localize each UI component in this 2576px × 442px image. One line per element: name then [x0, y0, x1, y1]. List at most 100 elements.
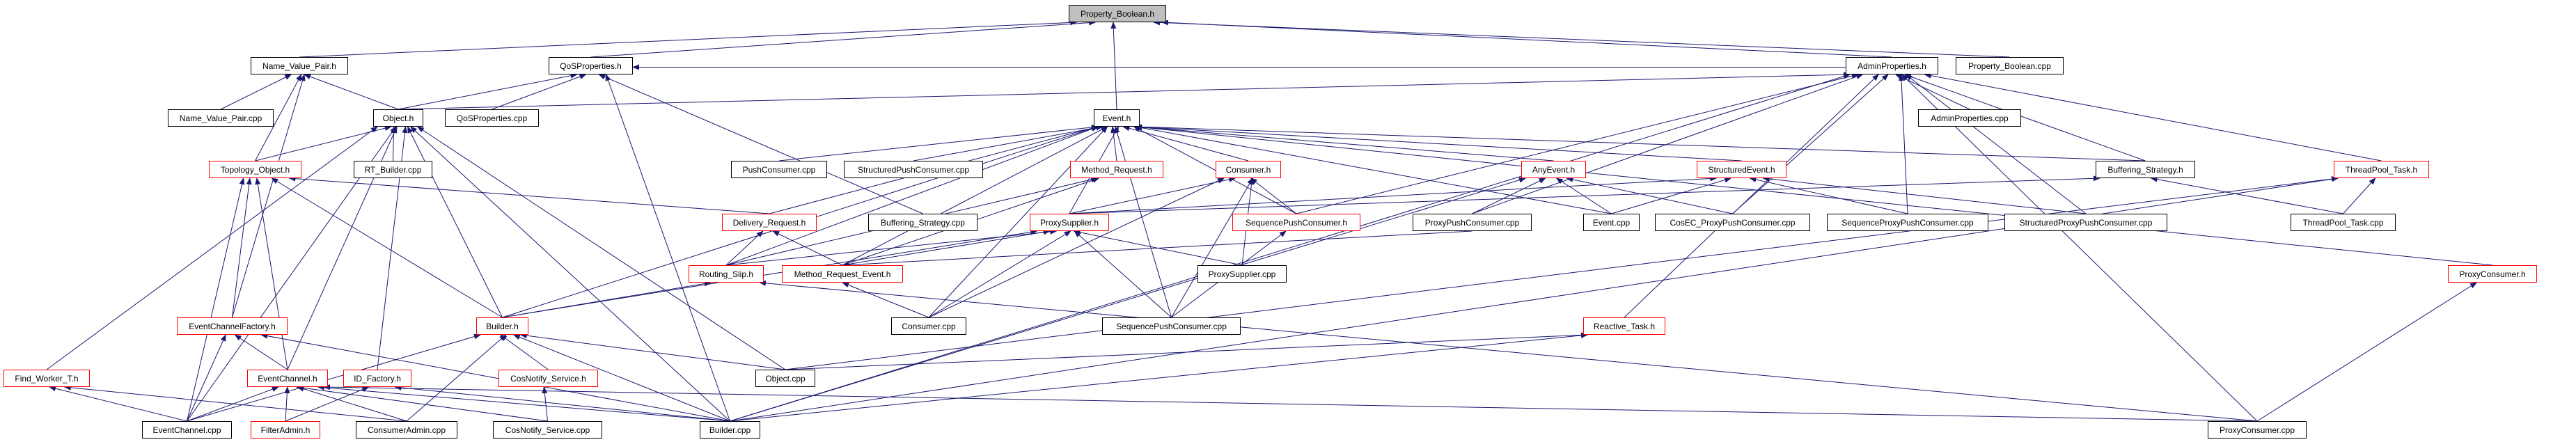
edge-buffering-strategy-h-to-event-h — [1135, 124, 2146, 161]
node-builder-cpp[interactable]: Builder.cpp — [700, 421, 760, 439]
edge-routing-slip-h-to-delivery-request-h — [725, 230, 764, 266]
node-event-h[interactable]: Event.h — [1094, 109, 1140, 127]
edge-cosnotify-service-cpp-to-eventchannel-h — [295, 385, 548, 422]
node-structuredevent-h[interactable]: StructuredEvent.h — [1697, 161, 1786, 178]
node-name-value-pair-cpp[interactable]: Name_Value_Pair.cpp — [168, 109, 274, 127]
edge-consumeradmin-cpp-to-find-worker-t-h — [63, 384, 407, 422]
edge-method-request-event-h-to-delivery-request-h — [772, 230, 843, 266]
edge-eventchannel-h-to-eventchannelfactory-h — [234, 334, 288, 370]
node-cosnotify-service-h[interactable]: CosNotify_Service.h — [498, 370, 598, 387]
edge-method-request-h-to-event-h — [1110, 126, 1117, 161]
edge-anyevent-h-to-event-h — [1135, 124, 1554, 161]
edge-cosnotify-service-cpp-to-cosnotify-service-h — [542, 386, 548, 422]
node-eventchannel-cpp[interactable]: EventChannel.cpp — [142, 421, 232, 439]
node-cosnotify-service-cpp[interactable]: CosNotify_Service.cpp — [493, 421, 602, 439]
node-delivery-request-h[interactable]: Delivery_Request.h — [722, 214, 817, 231]
edge-proxysupplier-h-to-buffering-strategy-h — [1069, 175, 2100, 214]
node-consumer-cpp[interactable]: Consumer.cpp — [891, 317, 966, 335]
node-adminproperties-h[interactable]: AdminProperties.h — [1846, 57, 1938, 74]
edge-eventchannel-cpp-to-builder-h — [187, 333, 481, 422]
edge-consumer-cpp-to-consumer-h — [928, 177, 1225, 318]
edge-consumer-cpp-to-event-h — [928, 126, 1108, 318]
node-method-request-h[interactable]: Method_Request.h — [1070, 161, 1163, 178]
node-sequenceproxypushconsumer-cpp[interactable]: SequenceProxyPushConsumer.cpp — [1827, 214, 1988, 231]
node-threadpool-task-h[interactable]: ThreadPool_Task.h — [2334, 161, 2429, 178]
edge-structuredproxypushconsumer-cpp-to-adminproperties-h — [1905, 74, 2087, 214]
node-id-factory-h[interactable]: ID_Factory.h — [343, 370, 411, 387]
node-rt-builder-cpp[interactable]: RT_Builder.cpp — [354, 161, 432, 178]
edge-filteradmin-h-to-eventchannel-h — [284, 386, 290, 422]
node-find-worker-t-h[interactable]: Find_Worker_T.h — [3, 370, 90, 387]
node-anyevent-h[interactable]: AnyEvent.h — [1521, 161, 1586, 178]
edge-object-h-to-adminproperties-h — [398, 72, 1851, 110]
edge-threadpool-task-cpp-to-buffering-strategy-h — [2150, 176, 2343, 214]
node-adminproperties-cpp[interactable]: AdminProperties.cpp — [1918, 109, 2021, 127]
node-sequencepushconsumer-h[interactable]: SequencePushConsumer.h — [1232, 214, 1360, 231]
node-routing-slip-h[interactable]: Routing_Slip.h — [689, 265, 764, 283]
edge-method-request-event-h-to-event-h — [842, 126, 1108, 266]
edge-eventchannelfactory-h-to-name-value-pair-h — [232, 74, 306, 318]
node-proxypushconsumer-cpp[interactable]: ProxyPushConsumer.cpp — [1413, 214, 1532, 231]
edge-object-cpp-to-object-h — [416, 126, 786, 370]
edge-object-h-to-name-value-pair-h — [304, 74, 399, 110]
edge-adminproperties-h-to-property-boolean-h — [1161, 19, 1892, 58]
edge-sequencepushconsumer-cpp-to-consumer-h — [1171, 177, 1253, 318]
node-structuredproxypushconsumer-cpp[interactable]: StructuredProxyPushConsumer.cpp — [2004, 214, 2167, 231]
edge-name-value-pair-cpp-to-name-value-pair-h — [220, 74, 292, 110]
node-buffering-strategy-h[interactable]: Buffering_Strategy.h — [2096, 161, 2195, 178]
edge-builder-cpp-to-anyevent-h — [730, 177, 1526, 422]
edge-builder-cpp-to-qosproperties-h — [605, 74, 730, 422]
node-eventchannelfactory-h[interactable]: EventChannelFactory.h — [177, 317, 288, 335]
node-sequencepushconsumer-cpp[interactable]: SequencePushConsumer.cpp — [1102, 317, 1241, 335]
node-consumer-h[interactable]: Consumer.h — [1216, 161, 1281, 178]
edge-rt-builder-cpp-to-object-h — [391, 126, 397, 161]
node-name-value-pair-h[interactable]: Name_Value_Pair.h — [251, 57, 348, 74]
node-proxyconsumer-cpp[interactable]: ProxyConsumer.cpp — [2208, 421, 2307, 439]
node-proxysupplier-cpp[interactable]: ProxySupplier.cpp — [1197, 265, 1287, 283]
node-object-cpp[interactable]: Object.cpp — [755, 370, 815, 387]
edge-buffering-strategy-h-to-adminproperties-h — [1903, 74, 2146, 161]
edge-consumeradmin-cpp-to-builder-h — [406, 334, 507, 422]
node-property-boolean-h: Property_Boolean.h — [1069, 5, 1166, 22]
node-builder-h[interactable]: Builder.h — [476, 317, 528, 335]
edge-event-cpp-to-structuredevent-h — [1611, 177, 1732, 214]
node-proxyconsumer-h[interactable]: ProxyConsumer.h — [2448, 265, 2537, 283]
edge-object-cpp-to-threadpool-task-h — [785, 176, 2339, 370]
node-proxysupplier-h[interactable]: ProxySupplier.h — [1030, 214, 1109, 231]
node-property-boolean-cpp[interactable]: Property_Boolean.cpp — [1956, 57, 2064, 74]
node-topology-object-h[interactable]: Topology_Object.h — [209, 161, 301, 178]
edge-consumer-cpp-to-method-request-event-h — [842, 282, 929, 318]
node-consumeradmin-cpp[interactable]: ConsumerAdmin.cpp — [356, 421, 457, 439]
edge-proxysupplier-h-to-structuredevent-h — [1069, 175, 1718, 214]
node-event-cpp[interactable]: Event.cpp — [1583, 214, 1640, 231]
edge-name-value-pair-h-to-property-boolean-h — [299, 19, 1078, 58]
node-cosec-proxypushconsumer-cpp[interactable]: CosEC_ProxyPushConsumer.cpp — [1655, 214, 1810, 231]
node-filteradmin-h[interactable]: FilterAdmin.h — [251, 421, 320, 439]
edge-eventchannel-cpp-to-topology-object-h — [187, 177, 245, 422]
edge-sequencepushconsumer-cpp-to-proxysupplier-h — [1074, 230, 1172, 318]
edge-topology-object-h-to-object-h — [255, 125, 392, 161]
node-method-request-event-h[interactable]: Method_Request_Event.h — [782, 265, 903, 283]
edge-buffering-strategy-cpp-to-qosproperties-h — [598, 74, 923, 214]
edge-consumer-cpp-to-proxysupplier-h — [928, 230, 1071, 318]
edge-proxysupplier-h-to-consumer-h — [1069, 176, 1236, 214]
node-object-h[interactable]: Object.h — [373, 109, 423, 127]
edge-proxyconsumer-cpp-to-proxyconsumer-h — [2256, 282, 2477, 422]
edge-event-h-to-property-boolean-h — [1110, 22, 1117, 110]
node-threadpool-task-cpp[interactable]: ThreadPool_Task.cpp — [2291, 214, 2396, 231]
edge-eventchannel-h-to-topology-object-h — [255, 177, 288, 370]
edge-structuredevent-h-to-event-h — [1135, 124, 1742, 161]
edge-builder-cpp-to-adminproperties-h — [730, 73, 1851, 422]
edge-pushconsumer-cpp-to-event-h — [778, 124, 1099, 161]
edge-threadpool-task-h-to-adminproperties-h — [1924, 72, 2382, 161]
node-eventchannel-h[interactable]: EventChannel.h — [247, 370, 328, 387]
node-qosproperties-h[interactable]: QoSProperties.h — [549, 57, 633, 74]
node-qosproperties-cpp[interactable]: QoSProperties.cpp — [445, 109, 539, 127]
node-buffering-strategy-cpp[interactable]: Buffering_Strategy.cpp — [868, 214, 977, 231]
node-structuredpushconsumer-cpp[interactable]: StructuredPushConsumer.cpp — [844, 161, 983, 178]
edge-builder-cpp-to-eventchannelfactory-h — [260, 333, 730, 422]
node-pushconsumer-cpp[interactable]: PushConsumer.cpp — [731, 161, 827, 178]
edge-cosec-proxypushconsumer-cpp-to-adminproperties-h — [1732, 74, 1889, 214]
node-reactive-task-h[interactable]: Reactive_Task.h — [1583, 317, 1665, 335]
